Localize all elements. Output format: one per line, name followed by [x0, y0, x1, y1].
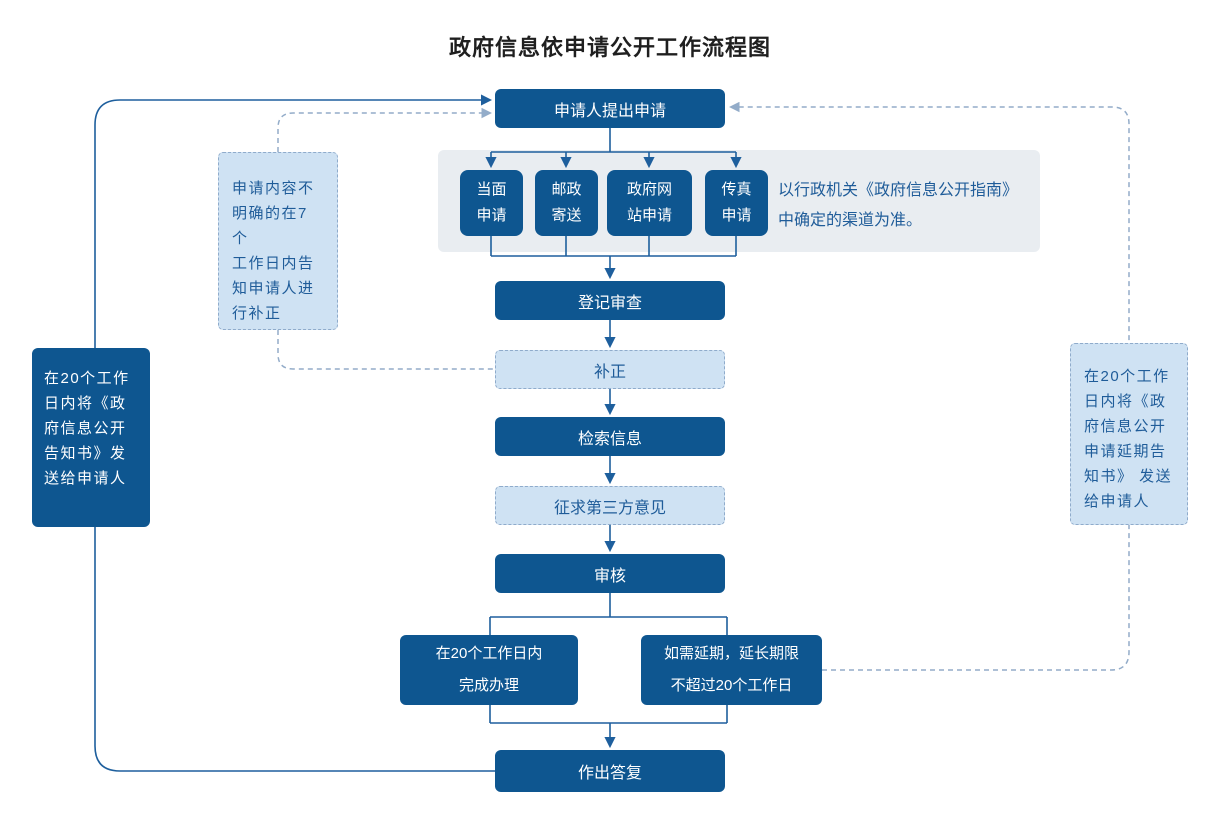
node-review: 审核 — [495, 554, 725, 593]
node-register-review: 登记审查 — [495, 281, 725, 320]
node-channel-mail: 邮政 寄送 — [535, 170, 598, 236]
diagram-title: 政府信息依申请公开工作流程图 — [448, 35, 771, 60]
node-complete-20days: 在20个工作日内 完成办理 — [400, 635, 578, 705]
node-correction: 补正 — [495, 350, 725, 389]
node-channel-website: 政府网 站申请 — [607, 170, 692, 236]
node-reply: 作出答复 — [495, 750, 725, 792]
node-channel-inperson: 当面 申请 — [460, 170, 523, 236]
node-disclosure-notice-left: 在20个工作 日内将《政 府信息公开 告知书》发 送给申请人 — [32, 348, 150, 527]
node-extension-notice-right: 在20个工作 日内将《政 府信息公开 申请延期告 知书》 发送 给申请人 — [1070, 343, 1188, 525]
node-channel-fax: 传真 申请 — [705, 170, 768, 236]
node-extend-deadline: 如需延期，延长期限 不超过20个工作日 — [641, 635, 822, 705]
note-unclear-content: 申请内容不 明确的在7个 工作日内告 知申请人进 行补正 — [218, 152, 338, 330]
channels-note: 以行政机关《政府信息公开指南》 中确定的渠道为准。 — [778, 182, 1019, 229]
node-apply: 申请人提出申请 — [495, 89, 725, 128]
node-third-party-opinion: 征求第三方意见 — [495, 486, 725, 525]
node-search-info: 检索信息 — [495, 417, 725, 456]
